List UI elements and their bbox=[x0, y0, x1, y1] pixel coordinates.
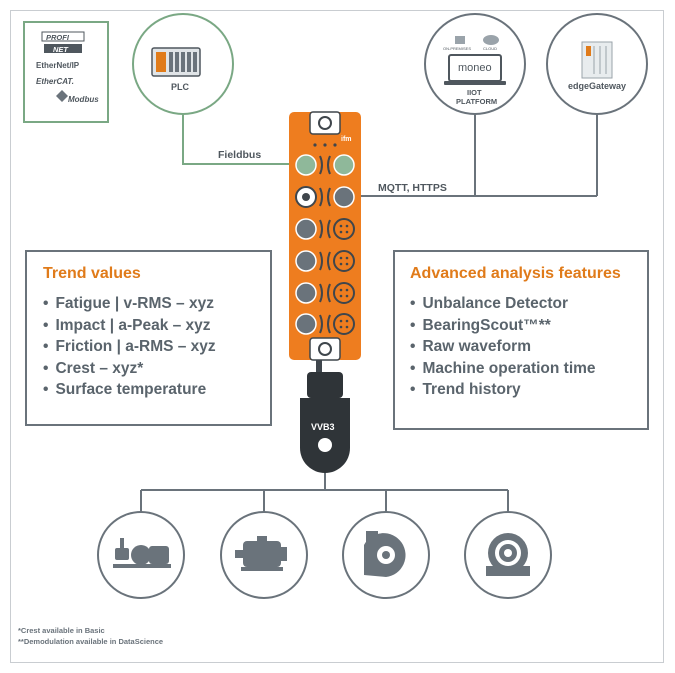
moneo-text: moneo bbox=[458, 62, 492, 74]
cable-connector bbox=[307, 372, 343, 398]
module-port bbox=[327, 154, 355, 176]
trend-values-box: Trend values Fatigue | v-RMS – xyz Impac… bbox=[25, 250, 272, 426]
module-port bbox=[295, 313, 323, 335]
list-item: Friction | a-RMS – xyz bbox=[43, 336, 254, 358]
module-port bbox=[295, 250, 323, 272]
module-port bbox=[327, 282, 355, 304]
premises-icon bbox=[455, 36, 465, 44]
module-brand: ifm bbox=[341, 136, 352, 143]
pump-icon bbox=[113, 538, 171, 568]
bearing-icon bbox=[486, 533, 530, 576]
modbus-text: Modbus bbox=[68, 95, 99, 104]
advanced-analysis-list: Unbalance Detector BearingScout™** Raw w… bbox=[410, 293, 632, 401]
profinet-logo bbox=[41, 31, 85, 42]
list-item: Impact | a-Peak – xyz bbox=[43, 315, 254, 337]
module-port bbox=[327, 186, 355, 208]
profinet-bottom-text: NET bbox=[53, 45, 68, 54]
fan-icon bbox=[364, 531, 406, 577]
list-item: Raw waveform bbox=[410, 336, 632, 358]
ethernet-ip-logo: EtherNet/IP bbox=[36, 61, 80, 70]
motor-icon bbox=[235, 536, 287, 571]
fieldbus-line bbox=[182, 97, 295, 165]
modbus-logo bbox=[56, 90, 68, 102]
footnote-crest: *Crest available in Basic bbox=[18, 626, 105, 635]
list-item: BearingScout™** bbox=[410, 315, 632, 337]
trend-values-list: Fatigue | v-RMS – xyz Impact | a-Peak – … bbox=[43, 293, 254, 401]
list-item: Fatigue | v-RMS – xyz bbox=[43, 293, 254, 315]
on-premises-label: ON-PREMISES bbox=[443, 46, 472, 51]
module-ports bbox=[295, 154, 355, 335]
trend-values-title: Trend values bbox=[43, 265, 141, 282]
iiot-label-line2: PLATFORM bbox=[456, 97, 498, 106]
mqtt-label: MQTT, HTTPS bbox=[378, 182, 447, 194]
list-item: Unbalance Detector bbox=[410, 293, 632, 315]
iiot-label-line1: IIOT bbox=[467, 88, 482, 97]
list-item: Machine operation time bbox=[410, 358, 632, 380]
cloud-label: CLOUD bbox=[483, 46, 498, 51]
advanced-analysis-box: Advanced analysis features Unbalance Det… bbox=[393, 250, 649, 430]
module-port bbox=[327, 218, 355, 240]
module-port bbox=[327, 313, 355, 335]
fieldbus-label: Fieldbus bbox=[218, 149, 262, 161]
module-port bbox=[295, 218, 323, 240]
plc-label: PLC bbox=[171, 82, 189, 92]
advanced-analysis-title: Advanced analysis features bbox=[410, 265, 621, 282]
cloud-icon bbox=[483, 35, 499, 45]
module-port bbox=[327, 250, 355, 272]
diagram-frame bbox=[10, 10, 664, 663]
vvb3-sensor bbox=[300, 398, 350, 473]
list-item: Surface temperature bbox=[43, 379, 254, 401]
gateway-label: edgeGateway bbox=[568, 81, 627, 91]
ethercat-logo: EtherCAT. bbox=[36, 77, 74, 86]
list-item: Trend history bbox=[410, 379, 632, 401]
footnote-demodulation: **Demodulation available in DataScience bbox=[18, 637, 164, 646]
cable-label: VVB3 bbox=[311, 422, 335, 432]
module-port bbox=[295, 186, 323, 208]
profinet-top-text: PROFI bbox=[46, 33, 69, 42]
module-port bbox=[295, 154, 323, 176]
module-port bbox=[295, 282, 323, 304]
list-item: Crest – xyz* bbox=[43, 358, 254, 380]
